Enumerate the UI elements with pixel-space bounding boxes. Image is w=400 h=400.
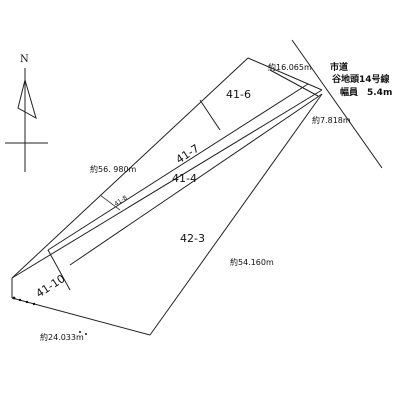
dimension-left: 約56. 980m bbox=[90, 164, 137, 174]
dimension-top: 約16.065m bbox=[268, 62, 312, 72]
plot-label-41-4: 41-4 bbox=[172, 172, 197, 185]
plot-label-41-6: 41-6 bbox=[226, 88, 251, 101]
plot-label-41-10: 41-10 bbox=[34, 272, 68, 300]
plot-label-42-3: 42-3 bbox=[180, 232, 205, 245]
north-label: N bbox=[20, 54, 29, 65]
plot-label-41-7: 41-7 bbox=[174, 142, 202, 167]
road-label-line1: 市道 bbox=[330, 61, 348, 73]
survey-points bbox=[12, 296, 87, 335]
dimension-bottom-left: 約24.033m bbox=[40, 332, 84, 342]
dimension-right: 約7.818m bbox=[312, 115, 351, 125]
plot-label-41-8: 41-8 bbox=[113, 194, 128, 207]
road-label-line2: 谷地頭14号線 bbox=[332, 73, 390, 85]
parcel-lines bbox=[11, 57, 323, 336]
dimension-bottom-right: 約54.160m bbox=[230, 257, 274, 267]
north-arrow-icon: N bbox=[5, 54, 48, 172]
road-edges bbox=[269, 39, 383, 169]
road-label-line3: 幅員 5.4m bbox=[340, 86, 392, 98]
